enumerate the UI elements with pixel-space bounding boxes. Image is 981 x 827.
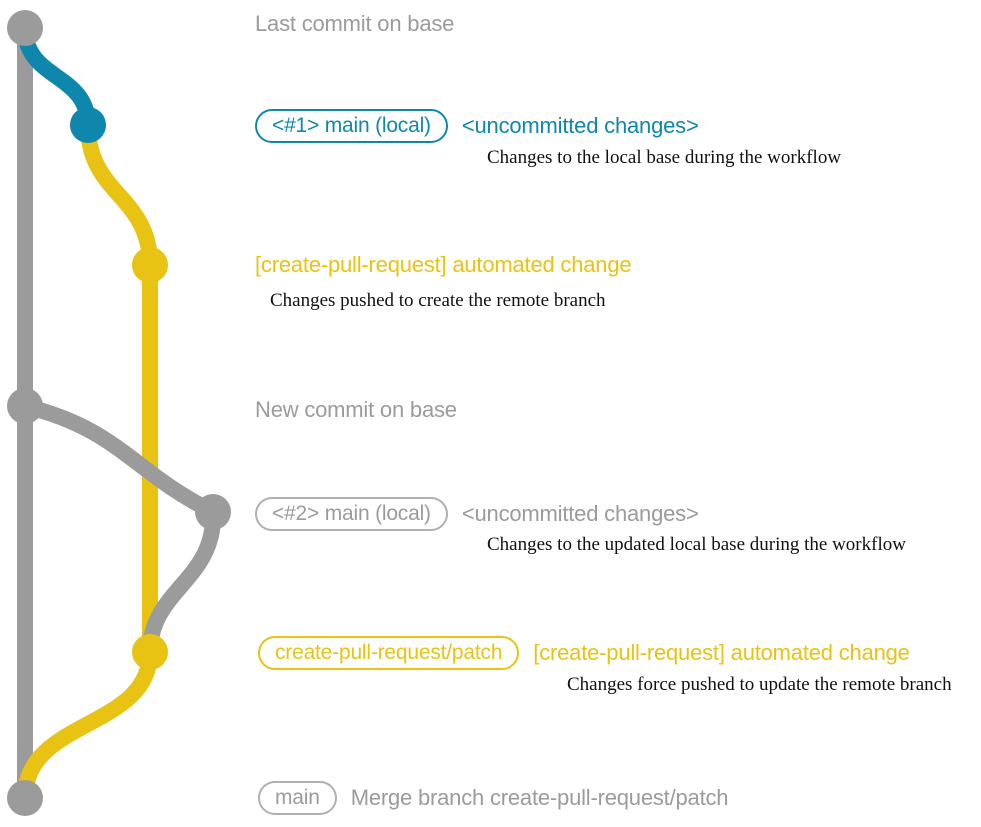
entry-local-2: <#2> main (local) <uncommitted changes>	[255, 497, 699, 531]
entry-title: <uncommitted changes>	[461, 501, 699, 526]
branch-badge-main[interactable]: main	[258, 781, 337, 815]
entry-title: Merge branch create-pull-request/patch	[350, 785, 729, 810]
entry-patch-branch: create-pull-request/patch [create-pull-r…	[258, 636, 910, 670]
commit-node-local-1[interactable]	[70, 107, 106, 143]
branch-badge-create-pull-request-patch[interactable]: create-pull-request/patch	[258, 636, 520, 670]
entry-description-local-1: Changes to the local base during the wor…	[487, 147, 842, 168]
edge-base2-to-local2	[17, 398, 221, 520]
entry-new-commit-on-base: New commit on base	[255, 399, 457, 421]
commit-node-merge-main[interactable]	[7, 780, 43, 816]
entry-local-1: <#1> main (local) <uncommitted changes>	[255, 109, 699, 143]
edge-patch2-to-main	[17, 644, 158, 806]
commit-node-local-2[interactable]	[195, 494, 231, 530]
entry-title: <uncommitted changes>	[461, 113, 699, 138]
edge-local1-to-patch1	[80, 117, 158, 273]
entry-description-patch-branch: Changes force pushed to update the remot…	[567, 674, 952, 695]
entry-description-local-2: Changes to the updated local base during…	[487, 534, 906, 555]
entry-description-automated-change-create: Changes pushed to create the remote bran…	[270, 290, 606, 311]
branch-badge-main-local-2[interactable]: <#2> main (local)	[255, 497, 448, 531]
entry-title: New commit on base	[255, 397, 457, 422]
entry-title: Last commit on base	[255, 11, 455, 36]
entry-last-commit-on-base: Last commit on base	[255, 13, 454, 35]
commit-node-base-last[interactable]	[7, 10, 43, 46]
entry-title: [create-pull-request] automated change	[255, 252, 632, 277]
entry-automated-change-create: [create-pull-request] automated change	[255, 252, 632, 277]
commit-node-patch-1[interactable]	[132, 247, 168, 283]
entry-title: [create-pull-request] automated change	[533, 640, 910, 665]
branch-badge-main-local-1[interactable]: <#1> main (local)	[255, 109, 448, 143]
commit-node-base-new[interactable]	[7, 388, 43, 424]
commit-node-patch-2[interactable]	[132, 634, 168, 670]
edge-local2-to-patch2	[142, 504, 222, 660]
entry-merge-main: main Merge branch create-pull-request/pa…	[258, 781, 729, 815]
